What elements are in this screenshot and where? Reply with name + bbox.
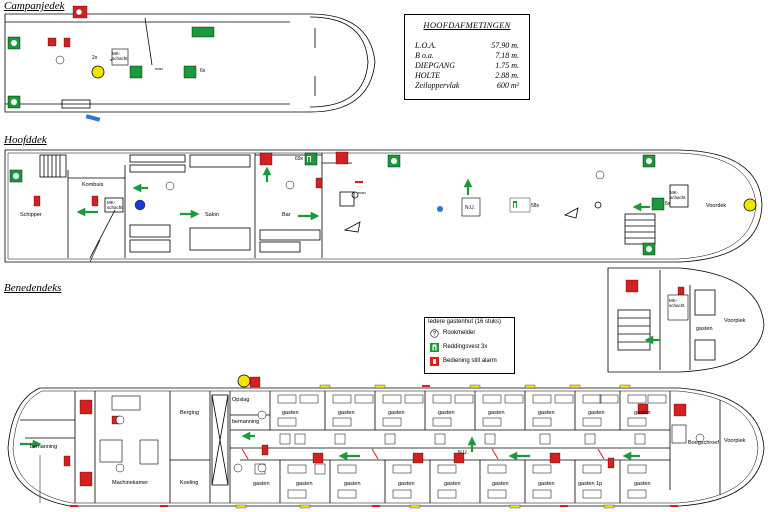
room-label-voorpiek: Voorpiek [724,438,746,444]
room-label-gasten: gasten [296,481,313,487]
dimension-row-holte: HOLTE 2.88 m. [415,71,523,81]
benedendeks-fwd-hull [607,267,765,373]
dimension-row-boa: B o.a. 7.18 m. [415,51,523,61]
dimension-key: DIEPGANG [415,61,455,70]
room-label-voorpiek: Voorpiek [724,318,746,324]
bunks-top [254,394,667,499]
mk-schacht-label: MK- schacht [669,298,685,308]
legend-box: Iedere gastenhut (16 stuks) ? Rookmelder… [424,317,515,374]
smoke-detectors [55,55,705,473]
mk-schacht-label: MK- schacht [670,190,686,200]
counter-label: 6x [200,68,206,74]
campanjedek-hull [4,13,376,113]
alarm-button-icon [430,357,439,366]
deck-title-campanjedek: Campanjedek [4,0,65,12]
counter-label: 6x [665,201,671,207]
room-label-bemanning: bemanning [232,419,260,425]
dimension-key: HOLTE [415,71,441,80]
legend-item-reddingsvest: Reddingsvest 3x [443,344,488,350]
dimension-value: 1.75 m. [495,61,519,70]
deck-title-benedendeks: Benedendeks [4,282,62,294]
dimension-value: 2.88 m. [495,71,519,80]
room-label-schipper: Schipper [20,212,42,218]
room-label-gasten: gasten [344,481,361,487]
room-label-gasten: gasten [634,481,651,487]
mk-schacht-label: MK- schacht [112,51,128,61]
room-label-gasten: gasten [488,410,505,416]
room-label-voordek: Voordek [706,203,727,209]
smoke-detector-icon: ? [430,329,439,338]
exit-signs [7,26,665,256]
deck-title-hoofddek: Hoofddek [4,134,47,146]
room-label-gasten: gasten [338,410,355,416]
svg-text:?: ? [433,332,437,338]
room-label-gasten: gasten [388,410,405,416]
dimensions-box: HOOFDAFMETINGEN L.O.A. 57.90 m. B o.a. 7… [404,14,530,100]
room-label-gasten: gasten [538,481,555,487]
counter-label: 2x [92,55,98,61]
room-label-machinekamer: Machinekamer [112,480,149,486]
room-label-koeling: Koeling [180,480,199,486]
room-label-gasten: gasten [588,410,605,416]
counter-label: 58x [531,203,540,209]
dimension-row-zeiloppervlak: Zeiloppervlak 600 m² [415,81,523,91]
room-label-kombuis: Kombuis [82,182,104,188]
warning-strips [235,384,631,509]
dimension-value: 600 m² [496,81,519,90]
room-label-gasten: gasten [538,410,555,416]
room-label-boegschroef: Boegschroef [688,440,719,446]
dimension-value: 7.18 m. [495,51,519,60]
room-label-gasten: gasten [444,481,461,487]
room-label-gasten: gasten [492,481,509,487]
lifebuoys [91,65,757,388]
dimension-key: L.O.A. [415,41,437,50]
legend-item-still-alarm: Bediening still alarm [443,358,497,364]
dimension-key: B o.a. [415,51,434,60]
legend-title: Iedere gastenhut (16 stuks) [428,319,502,325]
legend-item-rookmelder: Rookmelder [443,330,476,336]
room-label-berging: Berging [180,410,199,416]
counter-label: 69x [295,156,304,162]
nu-label: N.U. [458,450,468,456]
nu-label: N.U. [465,205,475,211]
room-label-gasten: gasten [282,410,299,416]
dimension-value: 57.90 m. [491,41,519,50]
room-label-gasten-1p: gasten 1p [578,481,603,487]
man-label: man [358,190,366,195]
benedendeks-main-hull [7,387,765,507]
dimension-key: Zeiloppervlak [415,81,460,90]
room-label-gasten: gasten [696,326,713,332]
engine-machinery [99,395,687,465]
life-vest-icon [430,343,439,352]
room-label-gasten: gasten [253,481,270,487]
room-label-bar: Bar [282,212,291,218]
mk-schacht-label: MK- schacht [107,200,123,210]
room-label-bemanning: bemanning [30,444,58,450]
room-label-gasten: gasten [438,410,455,416]
room-label-gasten: gasten [398,481,415,487]
dimensions-title: HOOFDAFMETINGEN [423,20,511,30]
dimension-row-loa: L.O.A. 57.90 m. [415,41,523,51]
room-label-salon: Salon [205,212,220,218]
fire-equipment [33,5,687,487]
room-label-opslag: Opslag [232,397,250,403]
dimension-row-diepgang: DIEPGANG 1.75 m. [415,61,523,71]
man-label: man [155,66,163,71]
room-label-gasten: gasten [634,410,651,416]
escape-arrows [20,55,660,461]
